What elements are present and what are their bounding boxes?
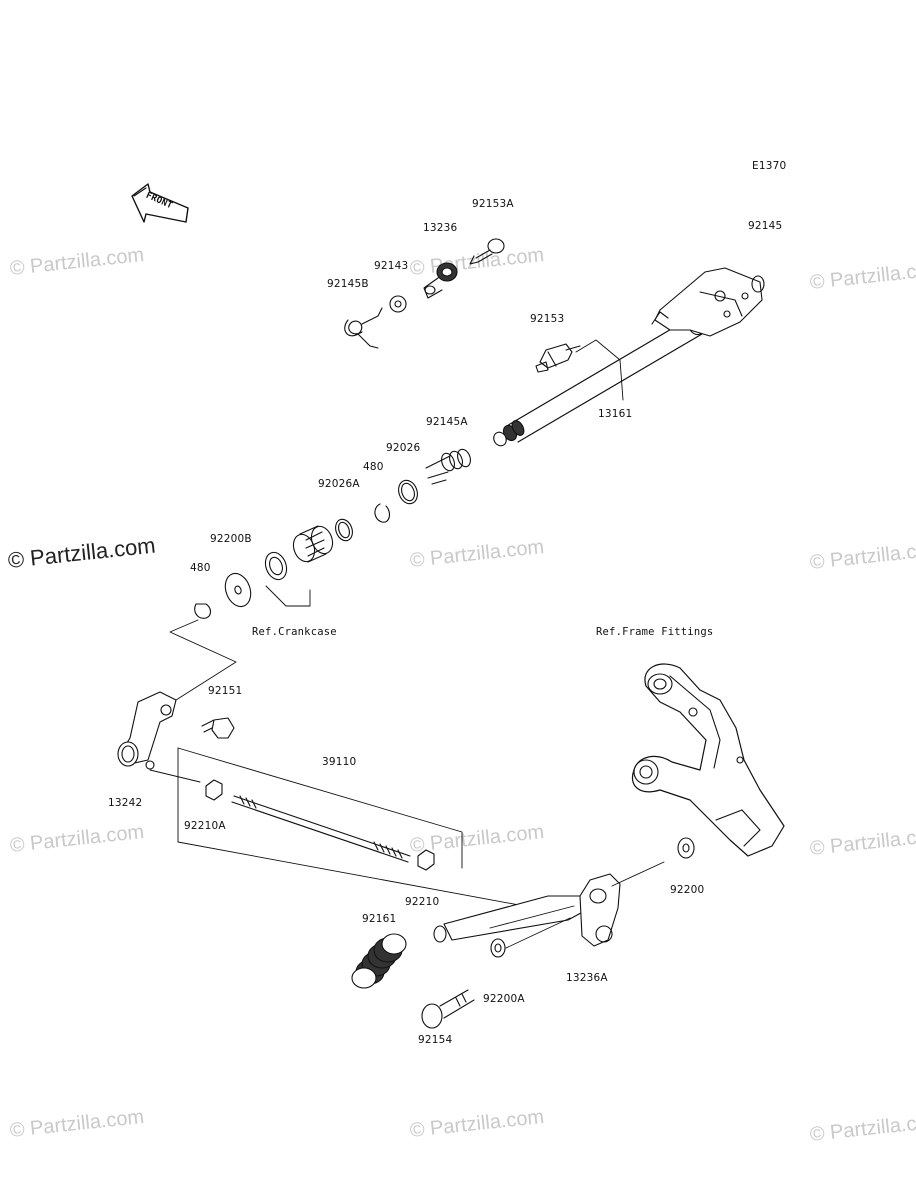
- part-label-92200: 92200: [670, 884, 705, 896]
- nut-92210: [417, 849, 435, 871]
- bolt-92153: [535, 343, 581, 373]
- needle-bearing: [292, 525, 334, 563]
- part-label-92145A: 92145A: [426, 416, 468, 428]
- washer-92200B: [224, 572, 252, 608]
- nut-92210A: [205, 779, 223, 801]
- tie-rod: [231, 795, 411, 863]
- bolt-92154: [421, 989, 475, 1029]
- bolt-92151: [201, 717, 235, 739]
- part-label-92154: 92154: [418, 1034, 453, 1046]
- circlip-480-lower: [194, 603, 212, 619]
- washer-92200: [677, 837, 695, 859]
- part-label-92153A: 92153A: [472, 198, 514, 210]
- spring-92145A: [425, 448, 471, 485]
- shift-shaft: [493, 267, 765, 447]
- part-label-39110: 39110: [322, 756, 357, 768]
- ref-crankcase-label: Ref.Crankcase: [252, 626, 337, 638]
- washer-92026A: [335, 518, 353, 542]
- part-label-480-lower: 480: [190, 562, 211, 574]
- washer-92200A: [490, 938, 506, 958]
- part-label-92210A: 92210A: [184, 820, 226, 832]
- shift-arm-13236: [389, 262, 458, 313]
- part-label-92145: 92145: [748, 220, 783, 232]
- shift-lever-13242: [117, 691, 177, 770]
- part-label-92200B: 92200B: [210, 533, 252, 545]
- frame-fitting: [631, 663, 785, 857]
- pedal-rubber-92161: [351, 933, 407, 989]
- front-arrow-icon: [131, 183, 189, 223]
- part-label-92026A: 92026A: [318, 478, 360, 490]
- spring-92145B: [344, 307, 383, 349]
- ref-frame-fittings-label: Ref.Frame Fittings: [596, 626, 714, 638]
- part-label-13236A: 13236A: [566, 972, 608, 984]
- circlip-480: [374, 503, 391, 523]
- part-label-92026: 92026: [386, 442, 421, 454]
- part-label-92161: 92161: [362, 913, 397, 925]
- shift-pedal: [433, 873, 621, 947]
- part-label-92153: 92153: [530, 313, 565, 325]
- part-label-480: 480: [363, 461, 384, 473]
- part-label-92151: 92151: [208, 685, 243, 697]
- diagram-code: E1370: [752, 160, 787, 172]
- bolt-92153A: [469, 238, 505, 265]
- part-label-13161: 13161: [598, 408, 633, 420]
- part-label-13236: 13236: [423, 222, 458, 234]
- part-label-13242: 13242: [108, 797, 143, 809]
- part-label-92145B: 92145B: [327, 278, 369, 290]
- part-label-92143: 92143: [374, 260, 409, 272]
- washer-92026: [398, 479, 418, 505]
- part-label-92210: 92210: [405, 896, 440, 908]
- oil-seal: [264, 551, 288, 581]
- part-label-92200A: 92200A: [483, 993, 525, 1005]
